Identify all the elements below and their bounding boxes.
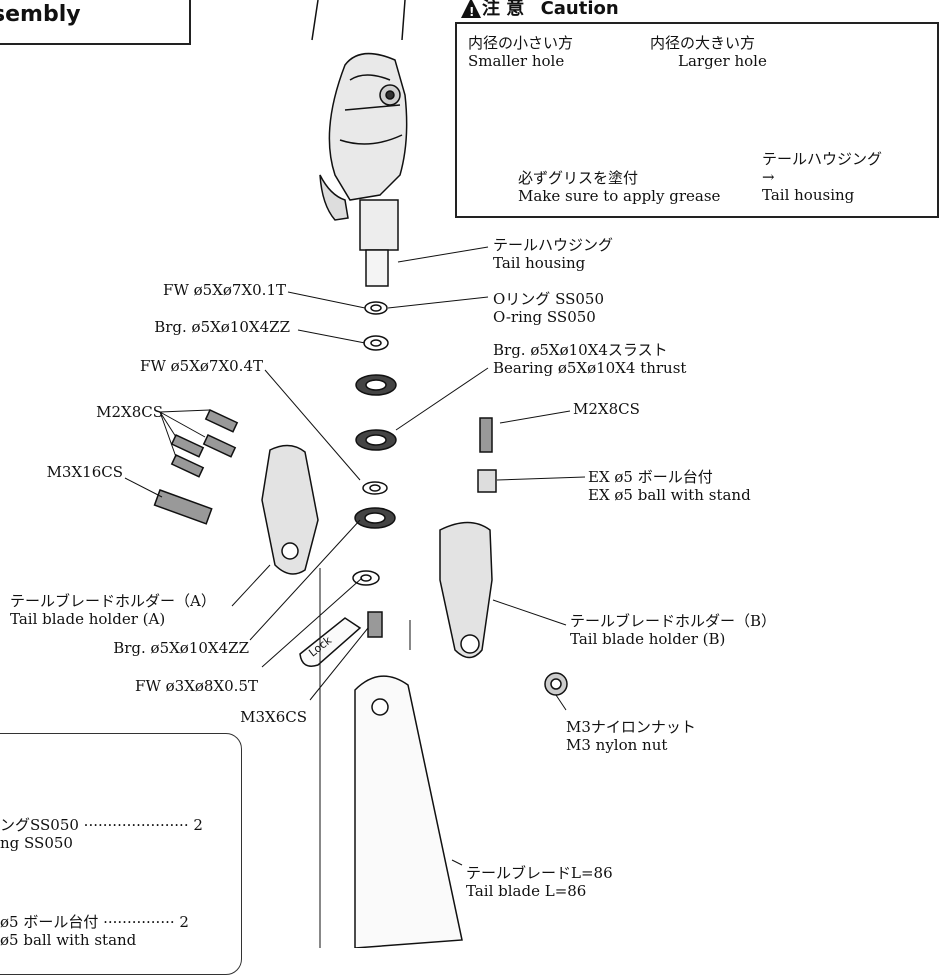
parts-item-oring: ングSS050 ······················ 2 ng SS05… [0,816,203,852]
warning-icon [461,0,481,18]
fw-04-label: FW ø5Xø7X0.4T [140,357,263,375]
tail-shaft [365,249,389,287]
brg-2-label: Brg. ø5Xø10X4ZZ [113,639,249,657]
grease-label: 必ずグリスを塗付 Make sure to apply grease [518,169,721,205]
m2x8-right-label: M2X8CS [573,400,640,418]
brg-1-label: Brg. ø5Xø10X4ZZ [154,318,290,336]
m3x16-screw [153,489,213,525]
m3x6-screw [367,611,383,638]
larger-hole-label: 内径の大きい方 Larger hole [650,34,767,70]
caution-heading-jp: 注 意 [482,0,525,19]
ball-stand-label: EX ø5 ボール台付 EX ø5 ball with stand [588,468,751,504]
caution-heading-en: Caution [540,0,619,19]
thrust-bearing-label: Brg. ø5Xø10X4スラスト Bearing ø5Xø10X4 thrus… [493,341,687,377]
m3x6-label: M3X6CS [240,708,307,726]
tail-blade-holder-a [261,444,319,575]
section-title: sembly [0,2,81,27]
svg-text:!: ! [469,5,474,19]
m2x8-screw-right [479,417,493,453]
holder-a-label: テールブレードホルダー（A） Tail blade holder (A) [10,592,216,628]
fw-01-label: FW ø5Xø7X0.1T [163,281,286,299]
tail-blade [354,675,463,948]
m2x8-left-label: M2X8CS [96,403,163,421]
oring-label: Oリング SS050 O-ring SS050 [493,290,604,326]
fw-05-label: FW ø3Xø8X0.5T [135,677,258,695]
tail-boom [311,0,406,41]
holder-b-label: テールブレードホルダー（B） Tail blade holder (B) [570,612,777,648]
nylon-nut-label: M3ナイロンナット M3 nylon nut [566,718,696,754]
caution-housing-label: テールハウジング → Tail housing [762,150,883,204]
caution-box [455,22,939,218]
ball-link [477,469,497,493]
section-title-box: sembly [0,0,191,45]
m2x8-screws [170,409,239,478]
smaller-hole-label: 内径の小さい方 Smaller hole [468,34,574,70]
tail-blade-holder-b [439,521,493,659]
parts-item-ball: ø5 ボール台付 ··············· 2 ø5 ball with … [0,913,189,949]
m3x16-label: M3X16CS [46,463,123,481]
caution-heading: 注 意 Caution [452,0,619,20]
lock-tube [299,617,362,667]
tail-housing-label: テールハウジング Tail housing [493,236,614,272]
tail-blade-label: テールブレードL=86 Tail blade L=86 [466,864,613,900]
parts-list-box [0,733,242,975]
